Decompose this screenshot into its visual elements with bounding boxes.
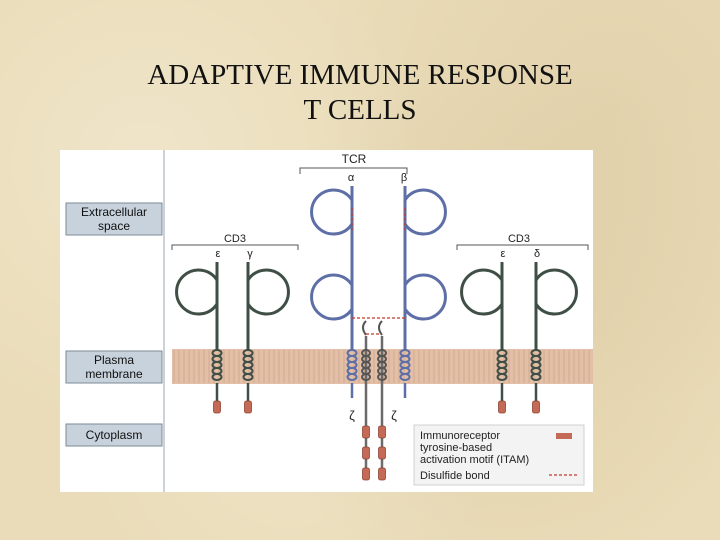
cd3-right-epsilon-chain-itam [498, 400, 506, 414]
slide-title: ADAPTIVE IMMUNE RESPONSE T CELLS [0, 58, 720, 128]
tcr-beta-chain-helix-turn [399, 373, 411, 381]
cd3-left-bracket-line [171, 244, 299, 250]
extracellular-space-label: Extracellular space [65, 202, 163, 236]
membrane-label-line2: membrane [85, 367, 143, 381]
title-line-1: ADAPTIVE IMMUNE RESPONSE [147, 59, 573, 91]
tcr-beta-chain-domain-loop [403, 273, 447, 321]
cd3-right-label: CD3 [508, 233, 530, 245]
extracellular-label-line2: space [98, 219, 130, 233]
zeta-left-chain [361, 320, 371, 481]
tcr-bracket: TCR α β [299, 152, 408, 184]
legend-itam-line3: activation motif (ITAM) [420, 454, 529, 466]
tcr-alpha-chain-domain-loop [310, 273, 354, 321]
zeta-left-chain-itam [362, 467, 370, 481]
cytoplasm-label-box [65, 423, 163, 447]
zeta-left-label: ζ [349, 408, 355, 423]
zeta-right-chain-hook [378, 320, 383, 336]
cd3-left-label: CD3 [224, 233, 246, 245]
cd3-left-bracket: CD3 ε γ [171, 233, 299, 260]
cd3-left-epsilon-chain-domain-loop [175, 268, 219, 316]
zeta-right-label: ζ [391, 408, 397, 423]
cd3-right-epsilon-chain [460, 262, 508, 414]
receptor-chains [175, 186, 578, 481]
tcr-beta-label: β [401, 172, 407, 184]
cd3-left-gamma-chain-itam [244, 400, 252, 414]
cd3-right-delta-label: δ [534, 248, 540, 260]
extracellular-label-box [65, 202, 163, 236]
cd3-right-epsilon-chain-domain-loop [460, 268, 504, 316]
zeta-left-chain-helix-turn [361, 373, 371, 381]
tcr-label: TCR [342, 152, 367, 166]
cd3-left-gamma-chain [242, 262, 290, 414]
zeta-right-chain-itam [378, 446, 386, 460]
cd3-right-delta-chain [530, 262, 578, 414]
tcr-complex-figure: Extracellular space Plasma membrane Cyto… [60, 150, 593, 492]
zeta-left-chain-itam [362, 446, 370, 460]
cd3-right-epsilon-label: ε [501, 248, 506, 260]
cd3-right-bracket: CD3 ε δ [456, 233, 589, 260]
tcr-beta-chain-domain-loop [403, 188, 447, 236]
tcr-alpha-chain-helix-turn [346, 373, 358, 381]
tcr-alpha-label: α [348, 172, 355, 184]
cd3-right-delta-chain-domain-loop [534, 268, 578, 316]
cd3-left-gamma-chain-helix-turn [242, 373, 254, 381]
tcr-complex-diagram: Extracellular space Plasma membrane Cyto… [60, 150, 593, 492]
legend-itam-line2: tyrosine-based [420, 442, 492, 454]
zeta-left-chain-hook [362, 320, 367, 336]
cd3-left-epsilon-chain-itam [213, 400, 221, 414]
plasma-membrane-label: Plasma membrane [65, 350, 163, 384]
membrane-label-line1: Plasma [94, 353, 134, 367]
legend-itam-swatch [556, 433, 572, 439]
title-line-2: T CELLS [303, 94, 417, 126]
membrane-label-box [65, 350, 163, 384]
zeta-right-chain [377, 320, 387, 481]
cytoplasm-label: Cytoplasm [65, 423, 163, 447]
zeta-right-chain-itam [378, 467, 386, 481]
legend-disulfide-label: Disulfide bond [420, 470, 490, 482]
tcr-bracket-line [299, 167, 408, 174]
cd3-left-gamma-chain-domain-loop [246, 268, 290, 316]
zeta-right-chain-itam [378, 425, 386, 439]
cd3-right-delta-chain-itam [532, 400, 540, 414]
cd3-left-epsilon-label: ε [216, 248, 221, 260]
cd3-right-delta-chain-helix-turn [530, 373, 542, 381]
zeta-right-chain-helix-turn [377, 373, 387, 381]
tcr-alpha-chain-domain-loop [310, 188, 354, 236]
cd3-right-bracket-line [456, 244, 589, 250]
extracellular-label-line1: Extracellular [81, 205, 147, 219]
cd3-left-epsilon-chain-helix-turn [211, 373, 223, 381]
cd3-left-gamma-label: γ [247, 248, 253, 260]
cytoplasm-label-text: Cytoplasm [86, 428, 143, 442]
zeta-left-chain-itam [362, 425, 370, 439]
cd3-left-epsilon-chain [175, 262, 223, 414]
legend-itam-line1: Immunoreceptor [420, 430, 500, 442]
legend: Immunoreceptor tyrosine-based activation… [413, 424, 585, 486]
cd3-right-epsilon-chain-helix-turn [496, 373, 508, 381]
